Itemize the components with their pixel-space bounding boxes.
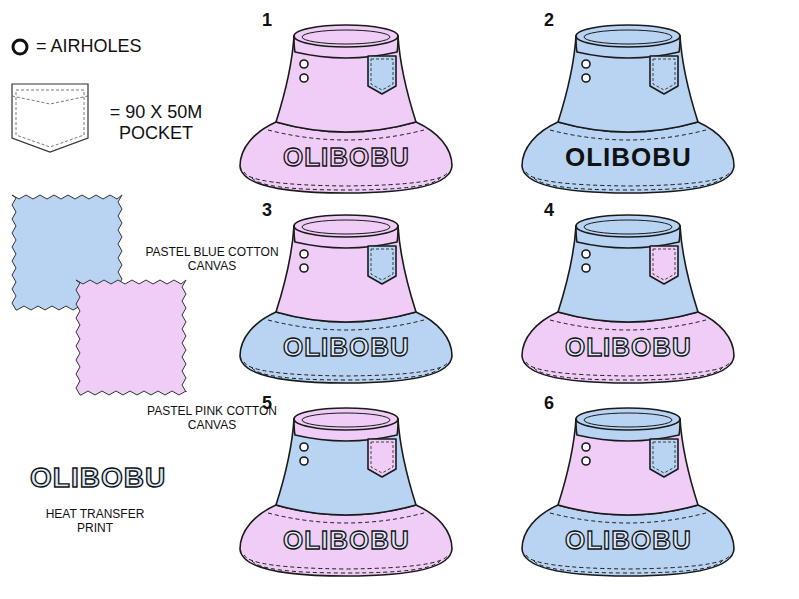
hat-drawing xyxy=(522,25,734,193)
print-sample: OLIBOBU xyxy=(30,462,166,494)
hat-drawing xyxy=(240,25,452,193)
hat-node: 2OLIBOBU xyxy=(520,10,736,196)
fabric-swatch-frame xyxy=(75,279,187,396)
legend-text: PASTEL BLUE COTTON CANVAS xyxy=(142,246,282,274)
hat-drawing xyxy=(522,215,734,383)
hat-drawing xyxy=(522,408,734,576)
legend-text: HEAT TRANSFER PRINT xyxy=(40,508,150,536)
callout-number: 6 xyxy=(544,393,554,414)
callout-number: 1 xyxy=(262,10,272,31)
hat-node: 4OLIBOBU xyxy=(520,200,736,386)
hat-node: 3OLIBOBU xyxy=(238,200,454,386)
hat-drawing xyxy=(240,215,452,383)
callout-number: 2 xyxy=(544,10,554,31)
callout-number: 3 xyxy=(262,200,272,221)
heat-transfer-print: OLIBOBU xyxy=(283,334,410,360)
hat-node: 1OLIBOBU xyxy=(238,10,454,196)
hat-node: 5OLIBOBU xyxy=(238,393,454,579)
fabric-swatch xyxy=(76,280,186,395)
callout-number: 4 xyxy=(544,200,554,221)
hat-drawing xyxy=(240,408,452,576)
legend-text: = 90 X 50M POCKET xyxy=(95,102,217,143)
pocket-stitching xyxy=(12,96,88,104)
heat-transfer-print: OLIBOBU xyxy=(283,527,410,553)
pocket-stitching xyxy=(16,90,84,147)
heat-transfer-print: OLIBOBU xyxy=(283,144,410,170)
airhole-symbol xyxy=(13,40,27,54)
legend-text: PASTEL PINK COTTON CANVAS xyxy=(142,405,282,433)
pocket-symbol xyxy=(12,84,88,152)
heat-transfer-print: OLIBOBU xyxy=(565,527,692,553)
hat-node: 6OLIBOBU xyxy=(520,393,736,579)
heat-transfer-print: OLIBOBU xyxy=(565,334,692,360)
legend-text: = AIRHOLES xyxy=(36,36,142,57)
heat-transfer-print: OLIBOBU xyxy=(565,144,692,170)
